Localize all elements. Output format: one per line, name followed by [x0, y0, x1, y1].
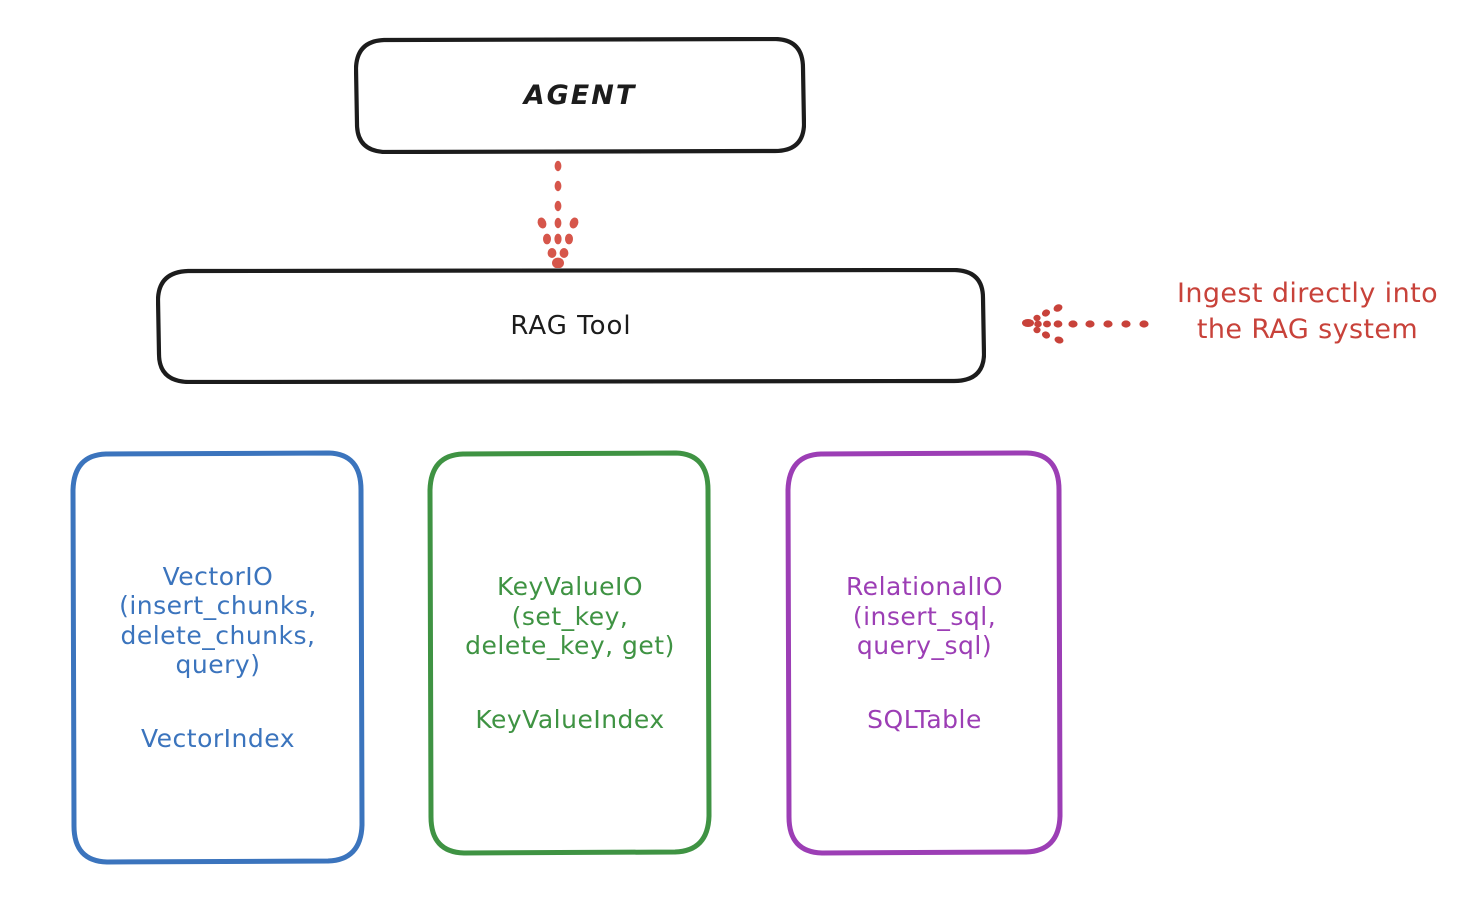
node-relational-io[interactable]: RelationalIO (insert_sql, query_sql) SQL… — [785, 450, 1064, 856]
ingest-annotation-text: Ingest directly into the RAG system — [1176, 278, 1439, 346]
node-vector-io[interactable]: VectorIO (insert_chunks, delete_chunks, … — [70, 450, 366, 865]
key-value-io-index-label: KeyValueIndex — [475, 704, 665, 734]
vector-io-index-label: VectorIndex — [141, 723, 295, 753]
rag-tool-label: RAG Tool — [510, 310, 632, 341]
ingest-arrow-icon — [1022, 304, 1149, 344]
node-rag-tool[interactable]: RAG Tool — [156, 268, 986, 384]
key-value-io-api-label: KeyValueIO (set_key, delete_key, get) — [465, 572, 675, 660]
agent-label: AGENT — [523, 79, 637, 111]
agent-to-ragtool-arrow-icon — [537, 160, 579, 268]
relational-io-index-label: SQLTable — [867, 704, 982, 734]
node-key-value-io[interactable]: KeyValueIO (set_key, delete_key, get) Ke… — [427, 450, 713, 856]
relational-io-api-label: RelationalIO (insert_sql, query_sql) — [845, 572, 1004, 660]
node-agent[interactable]: AGENT — [354, 37, 806, 154]
vector-io-api-label: VectorIO (insert_chunks, delete_chunks, … — [119, 561, 317, 680]
